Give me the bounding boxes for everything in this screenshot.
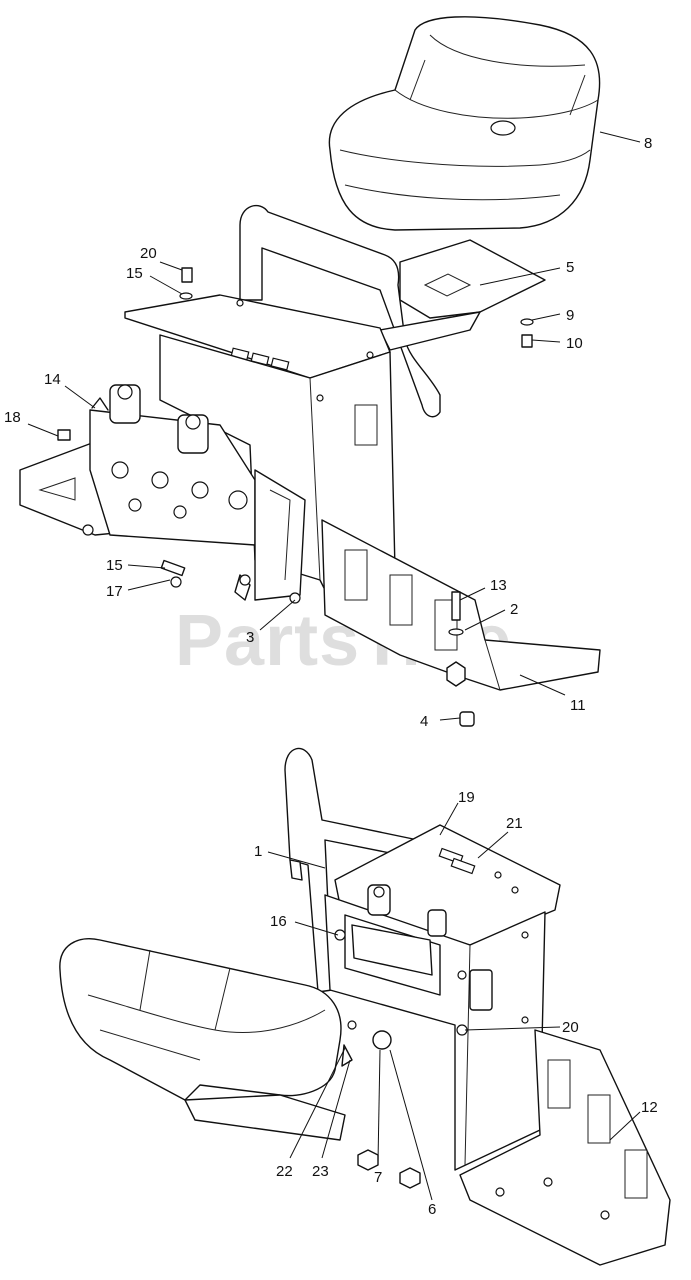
callout-7: 7 bbox=[374, 1169, 382, 1186]
callout-16: 16 bbox=[270, 913, 287, 930]
callout-1: 1 bbox=[254, 843, 262, 860]
callout-4: 4 bbox=[420, 713, 428, 730]
callout-20-top: 20 bbox=[140, 245, 157, 262]
callouts-top: 8 5 9 10 20 15 14 18 15 17 3 13 2 11 4 bbox=[4, 135, 652, 730]
bottom-seat bbox=[59, 938, 346, 1141]
bottom-valve bbox=[334, 884, 447, 976]
callout-15-top: 15 bbox=[126, 265, 143, 282]
bottom-plate bbox=[334, 824, 561, 946]
callout-9: 9 bbox=[566, 307, 574, 324]
callout-21: 21 bbox=[506, 815, 523, 832]
callout-19: 19 bbox=[458, 789, 475, 806]
seat-part bbox=[328, 16, 601, 231]
callout-20-bottom: 20 bbox=[562, 1019, 579, 1036]
callout-12: 12 bbox=[641, 1099, 658, 1116]
callout-3: 3 bbox=[246, 629, 254, 646]
hardware-bottom bbox=[341, 1020, 468, 1189]
top-assembly: 8 5 9 10 20 15 14 18 15 17 3 13 2 11 4 bbox=[4, 16, 652, 730]
callout-23: 23 bbox=[312, 1163, 329, 1180]
footrest-part bbox=[321, 519, 601, 691]
callout-10: 10 bbox=[566, 335, 583, 352]
callout-13: 13 bbox=[490, 577, 507, 594]
console-legs bbox=[234, 469, 306, 604]
callout-8: 8 bbox=[644, 135, 652, 152]
bolt-20 bbox=[181, 267, 193, 283]
callout-6: 6 bbox=[428, 1201, 436, 1218]
callout-5: 5 bbox=[566, 259, 574, 276]
callout-18: 18 bbox=[4, 409, 21, 426]
valve-block bbox=[89, 384, 256, 546]
callout-2: 2 bbox=[510, 601, 518, 618]
bottom-assembly: 19 21 1 16 20 12 22 23 7 6 bbox=[59, 747, 671, 1266]
callout-17: 17 bbox=[106, 583, 123, 600]
leaders-top bbox=[27, 131, 641, 721]
hardware-top bbox=[57, 267, 534, 727]
callout-22: 22 bbox=[276, 1163, 293, 1180]
callouts-bottom: 19 21 1 16 20 12 22 23 7 6 bbox=[254, 789, 658, 1218]
callout-15-bottom: 15 bbox=[106, 557, 123, 574]
leaders-bottom bbox=[267, 802, 641, 1201]
callout-14: 14 bbox=[44, 371, 61, 388]
footrest-bottom bbox=[459, 1029, 671, 1266]
callout-11: 11 bbox=[570, 697, 586, 714]
seat-pan-part bbox=[379, 239, 546, 351]
control-plate bbox=[124, 294, 391, 379]
